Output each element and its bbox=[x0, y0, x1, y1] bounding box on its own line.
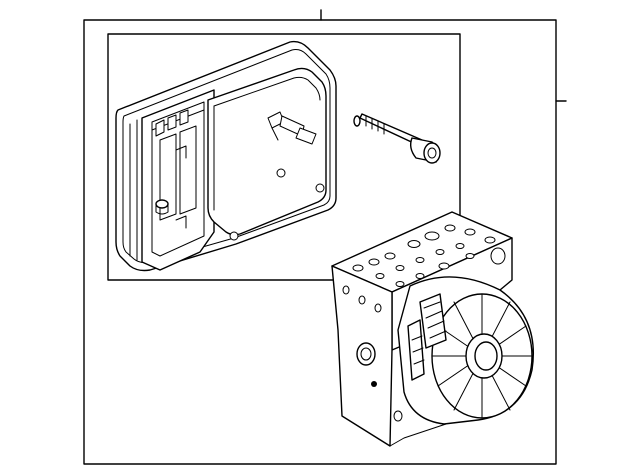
control-module-frame bbox=[107, 33, 461, 281]
mounting-bolt bbox=[353, 113, 441, 164]
assembly-frame bbox=[83, 19, 557, 465]
locating-peg bbox=[155, 199, 169, 209]
hydraulic-unit bbox=[331, 211, 534, 447]
control-module bbox=[115, 40, 337, 272]
